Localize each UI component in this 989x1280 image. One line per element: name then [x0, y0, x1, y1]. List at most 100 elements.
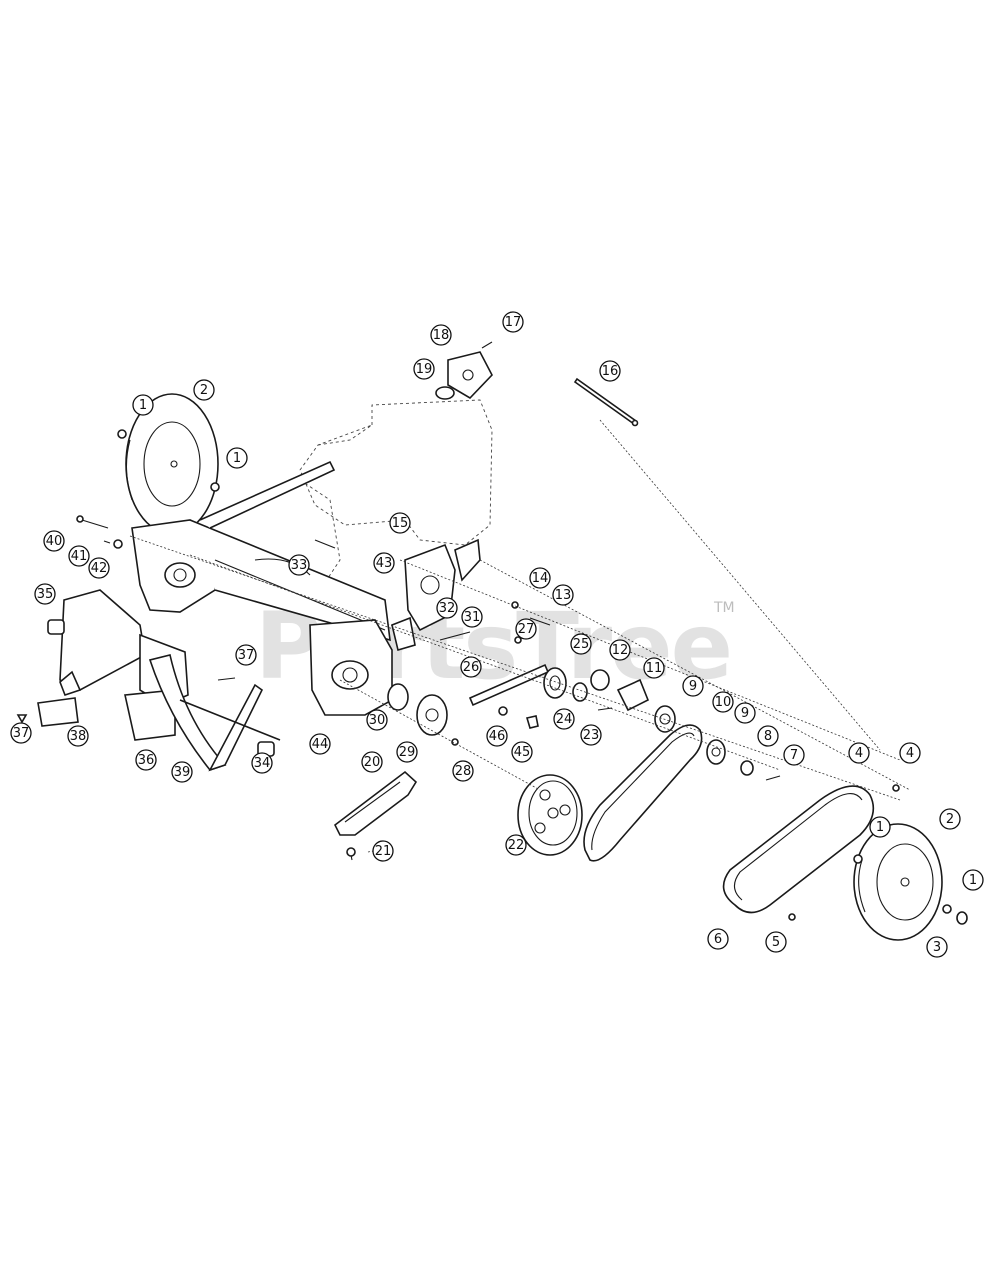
cover-screw	[788, 913, 796, 921]
callout-26: 26	[460, 656, 482, 678]
callout-label: 1	[233, 451, 241, 466]
callout-25: 25	[570, 633, 592, 655]
callout-circle	[712, 691, 734, 713]
drive-pulley	[517, 774, 583, 856]
callout-label: 7	[790, 748, 798, 763]
callout-39: 39	[171, 761, 193, 783]
callout-circle	[372, 840, 394, 862]
callout-circle	[848, 742, 870, 764]
callout-circle	[171, 761, 193, 783]
drive-belt-inner	[591, 732, 695, 851]
drive-belt	[583, 724, 703, 862]
callout-46: 46	[486, 725, 508, 747]
callout-label: 33	[291, 558, 308, 573]
callout-circle	[926, 936, 948, 958]
callout-label: 12	[612, 643, 629, 658]
callout-35: 35	[34, 583, 56, 605]
callout-label: 30	[369, 713, 386, 728]
shaft	[573, 377, 639, 427]
callout-circle	[707, 928, 729, 950]
callout-circle	[34, 583, 56, 605]
callout-38: 38	[67, 725, 89, 747]
callout-circle	[734, 702, 756, 724]
callout-1: 1	[962, 869, 984, 891]
callout-circle	[135, 749, 157, 771]
callout-circle	[132, 394, 154, 416]
callout-19: 19	[413, 358, 435, 380]
callout-circle	[389, 512, 411, 534]
callout-1: 1	[226, 447, 248, 469]
callout-circle	[461, 606, 483, 628]
callout-circle	[88, 557, 110, 579]
callout-circle	[288, 554, 310, 576]
belt-cover	[722, 785, 875, 914]
right-wheel	[853, 823, 943, 941]
callout-circle	[643, 657, 665, 679]
callout-label: 31	[464, 610, 481, 625]
callout-label: 9	[741, 706, 749, 721]
callout-label: 38	[70, 729, 87, 744]
callout-43: 43	[373, 552, 395, 574]
engine-outline	[299, 399, 493, 591]
callout-circle	[486, 725, 508, 747]
callout-9: 9	[682, 675, 704, 697]
callout-9: 9	[734, 702, 756, 724]
callout-circle	[765, 931, 787, 953]
callout-circle	[226, 447, 248, 469]
left-wheel-nut-inner	[210, 482, 220, 492]
callout-label: 1	[969, 873, 977, 888]
callout-31: 31	[461, 606, 483, 628]
callout-label: 26	[463, 660, 480, 675]
callout-32: 32	[436, 597, 458, 619]
callout-21: 21	[372, 840, 394, 862]
callout-label: 44	[312, 737, 329, 752]
callout-circle	[502, 311, 524, 333]
callout-36: 36	[135, 749, 157, 771]
callout-label: 2	[200, 383, 208, 398]
callout-45: 45	[511, 741, 533, 763]
watermark-tm: TM	[713, 600, 735, 616]
left-wheel-nut	[117, 429, 127, 439]
callout-37: 37	[10, 722, 32, 744]
callout-label: 2	[946, 812, 954, 827]
callout-label: 27	[518, 622, 535, 637]
callout-27: 27	[515, 618, 537, 640]
callout-label: 28	[455, 764, 472, 779]
callout-circle	[515, 618, 537, 640]
callout-label: 8	[764, 729, 772, 744]
auger-housing	[131, 460, 393, 716]
callout-13: 13	[552, 584, 574, 606]
callout-circle	[682, 675, 704, 697]
callout-circle	[899, 742, 921, 764]
callout-label: 46	[489, 729, 506, 744]
callout-circle	[413, 358, 435, 380]
callout-circle	[68, 545, 90, 567]
callout-circle	[757, 725, 779, 747]
callout-42: 42	[88, 557, 110, 579]
callout-label: 13	[555, 588, 572, 603]
callout-23: 23	[580, 724, 602, 746]
callout-label: 34	[254, 756, 271, 771]
callout-label: 29	[399, 745, 416, 760]
callout-label: 9	[689, 679, 697, 694]
callout-circle	[193, 379, 215, 401]
callout-4: 4	[899, 742, 921, 764]
callout-label: 19	[416, 362, 433, 377]
callout-label: 14	[532, 571, 549, 586]
callout-label: 39	[174, 765, 191, 780]
callout-circle	[251, 752, 273, 774]
callout-circle	[570, 633, 592, 655]
callout-circle	[373, 552, 395, 574]
callout-12: 12	[609, 639, 631, 661]
callout-29: 29	[396, 741, 418, 763]
callout-label: 6	[714, 932, 722, 947]
callout-circle	[505, 834, 527, 856]
callout-label: 25	[573, 637, 590, 652]
callout-label: 10	[715, 695, 732, 710]
callout-4: 4	[848, 742, 870, 764]
callout-circle	[599, 360, 621, 382]
callout-circle	[511, 741, 533, 763]
right-wheel-bushing	[956, 911, 968, 925]
callout-15: 15	[389, 512, 411, 534]
